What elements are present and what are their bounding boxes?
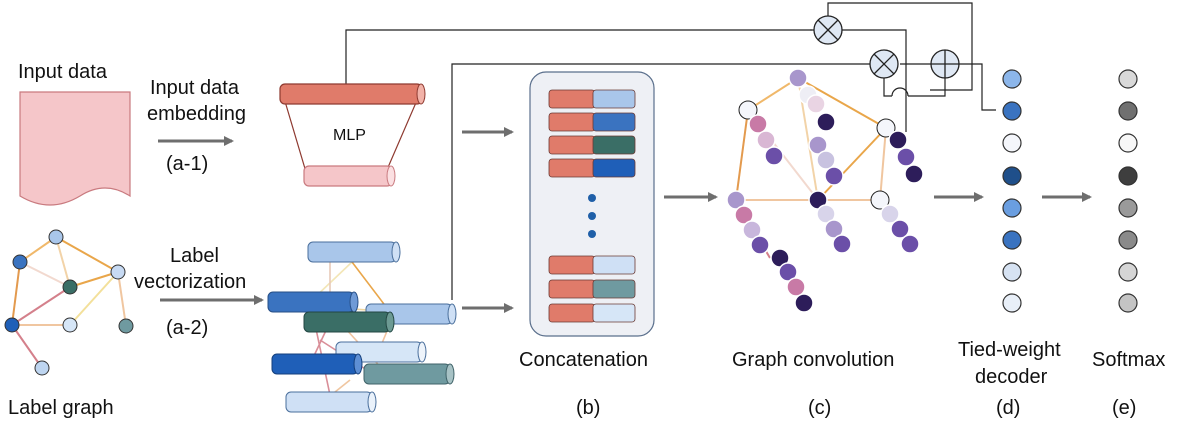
step-a2-label: (a-2) [166,317,208,339]
label-graph-label: Label graph [8,397,114,419]
label-vectorization-label-line1: Label [170,245,219,267]
mlp-label: MLP [333,127,366,144]
step-e-label: (e) [1112,397,1136,419]
step-c-label: (c) [808,397,831,419]
skip-connection-lines [345,2,996,300]
concatenation-panel [529,71,655,337]
graph-convolution [726,68,924,313]
step-b-label: (b) [576,397,600,419]
multiply-icon [869,49,899,79]
input-embedding-label-line2: embedding [147,103,246,125]
label-vectorization-label-line2: vectorization [134,271,246,293]
input-data-label: Input data [18,61,108,83]
label-graph [4,229,134,376]
step-d-label: (d) [996,397,1020,419]
plus-icon [930,49,960,79]
step-a1-label: (a-1) [166,153,208,175]
decoder-column [1002,69,1022,313]
graph-convolution-label: Graph convolution [732,349,894,371]
multiply-icon [813,15,843,45]
input-embedding-label-line1: Input data [150,77,240,99]
softmax-column [1118,69,1138,313]
decoder-label-line1: Tied-weight [958,339,1061,361]
document-icon [19,91,131,206]
softmax-label: Softmax [1092,349,1165,371]
mlp-block [279,83,426,187]
concatenation-label: Concatenation [519,349,648,371]
decoder-label-line2: decoder [975,366,1048,388]
label-embedding-cylinders [267,241,457,413]
